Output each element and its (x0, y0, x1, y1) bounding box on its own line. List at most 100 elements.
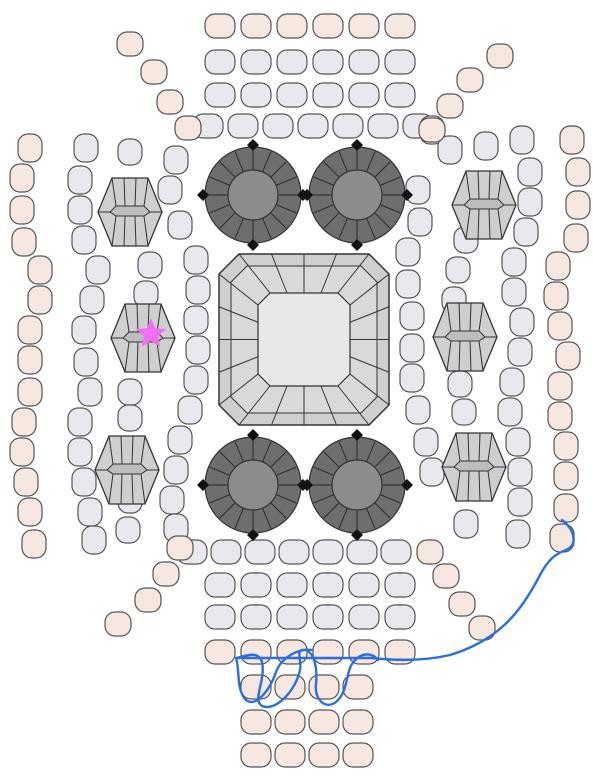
seed-bead (77, 377, 103, 407)
rivoli-center (227, 459, 279, 511)
rivoli-facet-line (275, 466, 297, 476)
seed-bead (133, 280, 159, 308)
seed-bead (276, 82, 308, 108)
seed-bead (312, 49, 344, 75)
seed-bead (227, 113, 259, 139)
seed-bead (77, 497, 103, 527)
seed-bead (395, 237, 421, 267)
seed-bead (274, 674, 306, 700)
seed-bead (204, 13, 236, 39)
bicone-left-middle (110, 303, 176, 373)
seed-bead (17, 133, 43, 163)
seed-bead (507, 337, 533, 367)
seed-bead (21, 529, 47, 559)
seed-bead (244, 539, 276, 565)
rivoli-point (401, 479, 413, 491)
bicone-facet (487, 470, 493, 502)
bicone-facet (123, 177, 126, 207)
rivoli-facet-line (323, 451, 340, 468)
bicone-facet (458, 340, 461, 372)
stone-facet (218, 373, 259, 406)
seed-bead (117, 138, 143, 166)
seed-bead (348, 49, 380, 75)
seed-bead (204, 639, 236, 665)
seed-bead (499, 367, 525, 397)
rivoli-point (197, 189, 209, 201)
bicone-facet (477, 170, 480, 200)
bicone-facet (465, 170, 471, 200)
seed-bead (509, 125, 535, 155)
rivoli-facet-line (366, 151, 376, 173)
seed-bead (553, 493, 579, 523)
rivoli-facet-line (374, 451, 391, 468)
bicone-facet (477, 208, 480, 240)
stone-facet (218, 306, 259, 323)
rivoli-facet-line (323, 502, 340, 519)
rivoli-facet-line (262, 151, 272, 173)
rivoli-facet-line (338, 217, 348, 239)
seed-bead (115, 516, 141, 544)
stone-facet (337, 253, 370, 294)
seed-bead (240, 709, 272, 735)
rivoli-point (197, 479, 209, 491)
rivoli-point (351, 139, 363, 151)
bicone-facet (156, 303, 162, 333)
marker-layer (135, 318, 167, 347)
seed-bead (453, 509, 479, 539)
stone-facet (337, 385, 370, 426)
bicone-facet (487, 432, 493, 462)
seed-bead (204, 572, 236, 598)
bicone-facet (124, 303, 130, 333)
seed-bead (332, 113, 364, 139)
bicone-facet (123, 215, 126, 247)
rivoli-bottom-right (301, 429, 413, 541)
seed-bead (9, 437, 35, 467)
rivoli-facet-line (234, 217, 244, 239)
stone-facet (349, 273, 390, 306)
seed-bead (447, 370, 473, 398)
thread-layer (234, 518, 575, 709)
seed-bead (73, 133, 99, 163)
stone-facet (238, 253, 271, 294)
stone-facet (349, 306, 390, 323)
seed-bead (67, 407, 93, 437)
seed-bead (240, 639, 272, 665)
rivoli-facet-line (234, 441, 244, 463)
seed-bead (71, 467, 97, 497)
seed-bead (140, 59, 168, 85)
seed-bead (545, 251, 571, 281)
bicone-facet (140, 435, 146, 465)
seed-bead (432, 563, 460, 589)
seed-bead (456, 67, 484, 93)
rivoli-facet-line (270, 502, 287, 519)
rivoli-facet-line (374, 212, 391, 229)
seed-bead (67, 437, 93, 467)
seed-bead (513, 217, 539, 247)
seed-bead (547, 401, 573, 431)
beading-thread-path (234, 518, 575, 709)
stone-facet (320, 385, 337, 426)
bicone-facet (124, 341, 130, 373)
seed-bead (399, 363, 425, 393)
seed-bead (167, 425, 193, 455)
seed-bead (11, 227, 37, 257)
bicone-facet (134, 215, 137, 247)
rivoli-facet-line (379, 176, 401, 186)
rivoli-facet-line (313, 204, 335, 214)
bicone-facet (108, 473, 114, 505)
seed-bead (399, 333, 425, 363)
bicone-facet (455, 432, 461, 462)
bicone-facet (497, 170, 503, 200)
rivoli-point (351, 239, 363, 251)
bicones-layer (94, 170, 517, 505)
seed-bead (276, 604, 308, 630)
seed-bead (9, 195, 35, 225)
seed-bead (501, 247, 527, 277)
seed-bead (137, 251, 163, 279)
seed-bead (104, 611, 132, 637)
seed-bead (405, 395, 431, 425)
seed-bead (134, 587, 162, 613)
seed-bead (565, 157, 591, 187)
